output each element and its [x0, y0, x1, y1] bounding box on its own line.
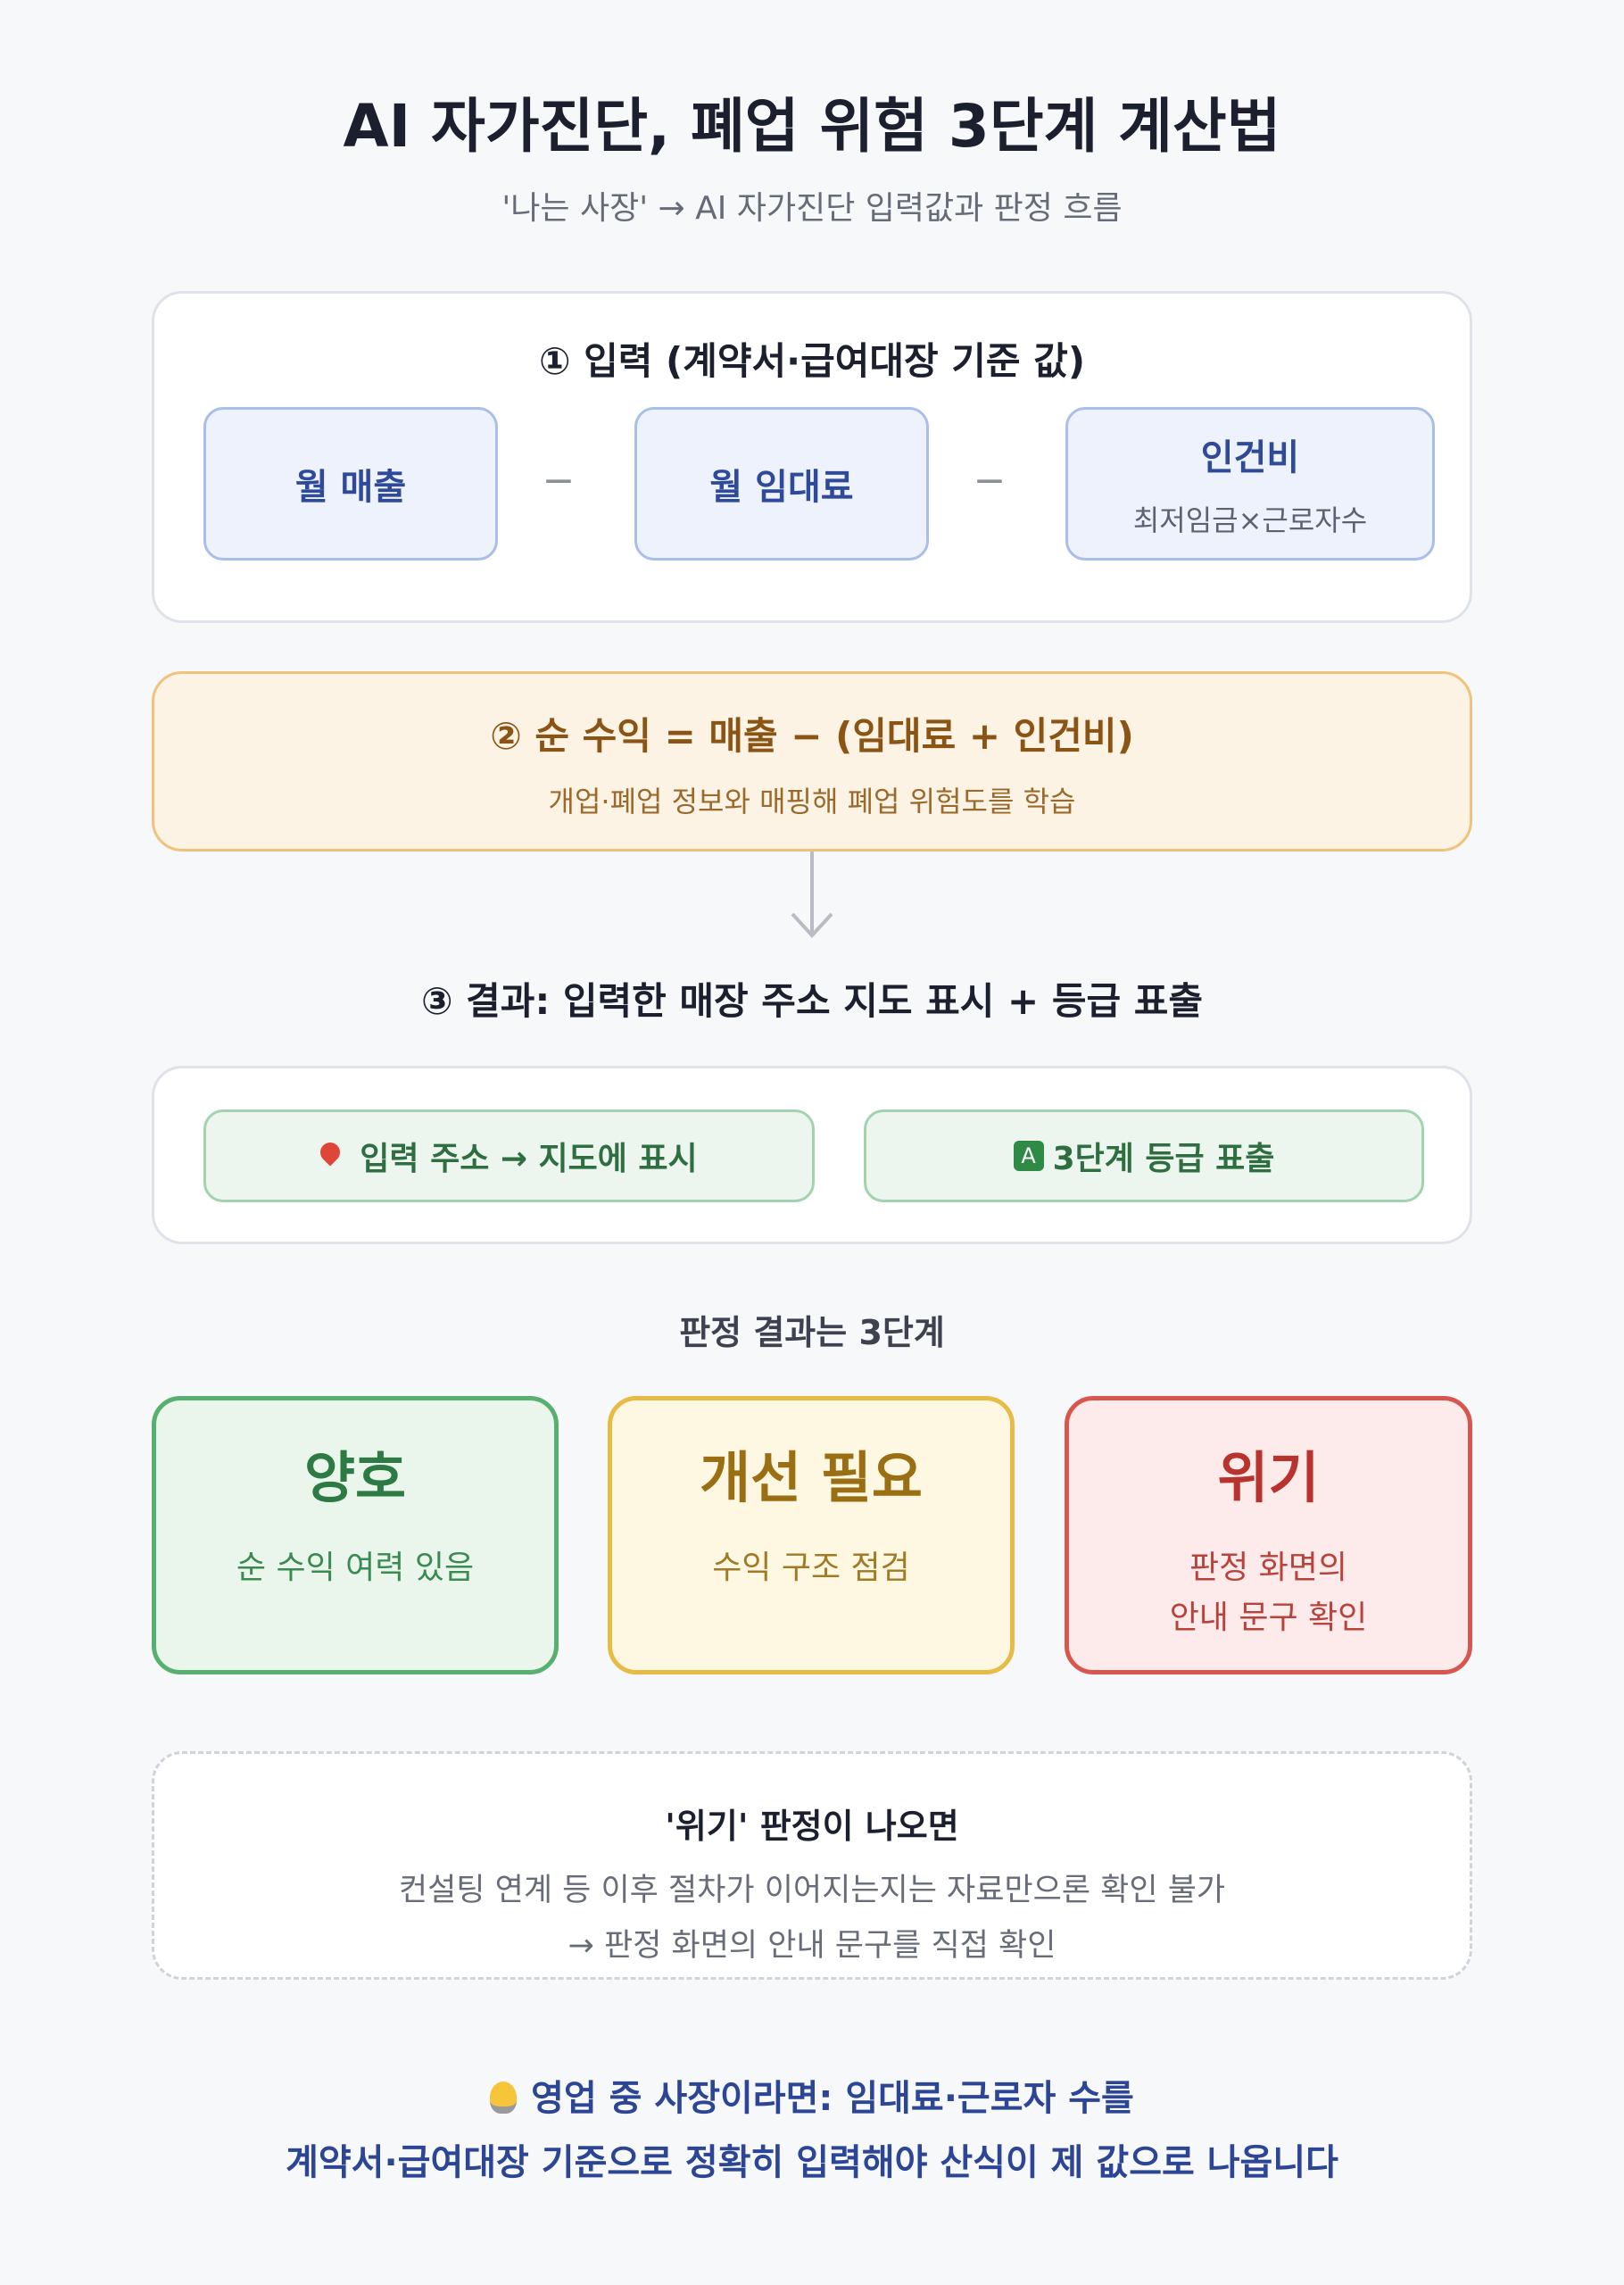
labor-cost-box: 인건비 최저임금×근로자수	[1065, 407, 1435, 561]
grade-name: 개선 필요	[700, 1445, 923, 1510]
grade-card-needs-improvement: 개선 필요 수익 구조 점검	[608, 1396, 1015, 1674]
net-profit-panel: ② 순 수익 = 매출 − (임대료 + 인건비) 개업·폐업 정보와 매핑해 …	[152, 671, 1472, 852]
grade-description: 판정 화면의 안내 문구 확인	[1169, 1550, 1368, 1636]
down-arrow-icon	[791, 852, 833, 938]
map-pin-icon	[316, 1138, 344, 1167]
net-profit-heading: ② 순 수익 = 매출 − (임대료 + 인건비)	[490, 714, 1134, 758]
grade-name: 위기	[1217, 1445, 1320, 1510]
monthly-rent-box: 월 임대료	[634, 407, 929, 561]
grade-display-chip: A 3단계 등급 표출	[864, 1109, 1424, 1202]
monthly-sales-box: 월 매출	[203, 407, 498, 561]
grades-heading: 판정 결과는 3단계	[679, 1313, 945, 1352]
grade-description: 수익 구조 점검	[712, 1550, 910, 1586]
crisis-note-text: → 판정 화면의 안내 문구를 직접 확인	[568, 1928, 1056, 1964]
grade-card-good: 양호 순 수익 여력 있음	[152, 1396, 559, 1674]
letter-a-badge-icon: A	[1013, 1141, 1044, 1171]
grade-display-label: 3단계 등급 표출	[1052, 1141, 1275, 1177]
net-profit-description: 개업·폐업 정보와 매핑해 폐업 위험도를 학습	[548, 785, 1076, 818]
address-map-chip: 입력 주소 → 지도에 표시	[203, 1109, 815, 1202]
page-subtitle: '나는 사장' → AI 자가진단 입력값과 판정 흐름	[501, 190, 1123, 227]
grade-description: 순 수익 여력 있음	[236, 1550, 475, 1586]
grade-card-crisis: 위기 판정 화면의 안내 문구 확인	[1065, 1396, 1472, 1674]
minus-operator: −	[973, 458, 1007, 503]
crisis-note-text: 컨설팅 연계 등 이후 절차가 이어지는지는 자료만으론 확인 불가	[398, 1873, 1226, 1908]
minus-operator: −	[542, 458, 576, 503]
grade-name: 양호	[303, 1445, 407, 1510]
tip-line: 영업 중 사장이라면: 임대료·근로자 수를	[0, 2069, 1624, 2121]
labor-cost-label: 인건비	[1200, 437, 1300, 478]
address-map-label: 입력 주소 → 지도에 표시	[360, 1141, 698, 1177]
crisis-note-panel: '위기' 판정이 나오면 컨설팅 연계 등 이후 절차가 이어지는지는 자료만으…	[152, 1751, 1472, 1980]
result-heading: ③ 결과: 입력한 매장 주소 지도 표시 + 등급 표출	[420, 979, 1204, 1023]
monthly-sales-label: 월 매출	[294, 467, 407, 508]
page-title: AI 자가진단, 폐업 위험 3단계 계산법	[343, 92, 1281, 161]
tip-line: 계약서·급여대장 기준으로 정확히 입력해야 산식이 제 값으로 나옵니다	[286, 2142, 1338, 2183]
labor-cost-formula: 최저임금×근로자수	[1132, 503, 1368, 537]
input-heading: ① 입력 (계약서·급여대장 기준 값)	[538, 339, 1086, 383]
monthly-rent-label: 월 임대료	[709, 467, 854, 508]
input-panel: ① 입력 (계약서·급여대장 기준 값) 월 매출 − 월 임대료 − 인건비 …	[152, 291, 1472, 623]
crisis-note-heading: '위기' 판정이 나오면	[665, 1807, 959, 1846]
lightbulb-icon	[490, 2081, 518, 2114]
result-panel: 입력 주소 → 지도에 표시 A 3단계 등급 표출	[152, 1066, 1472, 1244]
